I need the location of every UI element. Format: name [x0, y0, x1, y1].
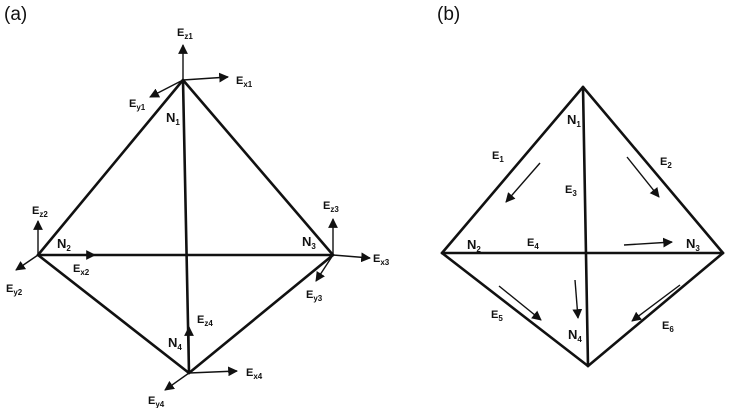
- panel-b-direction-arrows: [498, 156, 681, 322]
- node-label: N2: [467, 237, 481, 254]
- axis-label: Ey1: [129, 98, 146, 112]
- edge-label: E2: [660, 156, 672, 170]
- edge-n2-n4: [36, 253, 191, 375]
- direction-arrow-e5: [498, 285, 542, 321]
- edge-n1-n4: [581, 85, 590, 368]
- node-label: N1: [166, 110, 180, 127]
- node-label: N4: [568, 327, 582, 344]
- edge-label: E5: [491, 309, 503, 323]
- axis-label: Ey3: [306, 289, 323, 303]
- direction-arrow-e2: [626, 156, 660, 198]
- axis-ex1-arrow: [182, 72, 229, 83]
- direction-arrow-e4: [623, 237, 673, 248]
- edge-n3-n4: [187, 253, 335, 375]
- axis-label: Ex4: [246, 367, 263, 381]
- axis-label: Ez2: [32, 205, 48, 219]
- direction-arrow-e6: [631, 284, 681, 322]
- direction-arrow-e3: [572, 279, 583, 319]
- panel-a-label: (a): [4, 4, 27, 25]
- axis-ey3-arrow: [315, 254, 334, 282]
- panel-a-axes: [15, 44, 371, 391]
- direction-arrow-e1: [505, 162, 541, 203]
- axis-label: Ez3: [323, 200, 339, 214]
- panel-b-node-labels: N1 N2 N3 N4: [467, 112, 700, 344]
- axis-ey2-arrow: [15, 254, 39, 271]
- node-label: N1: [567, 112, 581, 129]
- edge-label: E6: [662, 320, 674, 334]
- axis-label: Ez4: [197, 314, 213, 328]
- edge-n1-n3: [581, 85, 725, 255]
- axis-label: Ex3: [373, 253, 390, 267]
- edge-n2-n4: [440, 251, 590, 368]
- edge-label: E4: [527, 237, 539, 251]
- node-label: N4: [168, 335, 182, 352]
- axis-ex4-arrow: [188, 366, 238, 377]
- edge-n1-n2: [36, 78, 185, 257]
- axis-label: Ex2: [73, 263, 90, 277]
- edge-n1-n4: [181, 78, 191, 375]
- edge-n3-n4: [586, 251, 725, 368]
- panel-a-edges: [36, 78, 335, 375]
- panel-b-edges: [440, 85, 725, 368]
- axis-ey4-arrow: [164, 372, 190, 391]
- axis-ex3-arrow: [332, 252, 371, 263]
- panel-a-node-labels: N1 N2 N3 N4: [57, 110, 316, 352]
- panel-b-edge-labels: E1 E2 E3 E4 E5 E6: [491, 150, 674, 334]
- axis-label: Ex1: [236, 75, 253, 89]
- panel-b-label: (b): [437, 4, 460, 25]
- axis-ey1-arrow: [149, 79, 184, 98]
- node-label: N3: [302, 234, 316, 251]
- axis-label: Ey4: [148, 395, 165, 408]
- panel-b: (b) N1 N2 N3 N4 E1 E2 E3: [437, 4, 725, 368]
- edge-label: E3: [565, 184, 577, 198]
- edge-label: E1: [492, 150, 504, 164]
- panel-a: (a) N1 N2: [4, 4, 390, 408]
- edge-n1-n3: [181, 78, 335, 257]
- node-label: N2: [57, 236, 71, 253]
- panel-a-axis-labels: Ez1 Ex1 Ey1 Ez2 Ex2 Ey2 Ez3 Ex3 Ey3 Ez4 …: [6, 27, 390, 408]
- edge-n1-n2: [440, 85, 585, 255]
- axis-label: Ey2: [6, 283, 23, 297]
- node-label: N3: [686, 236, 700, 253]
- axis-label: Ez1: [177, 27, 193, 41]
